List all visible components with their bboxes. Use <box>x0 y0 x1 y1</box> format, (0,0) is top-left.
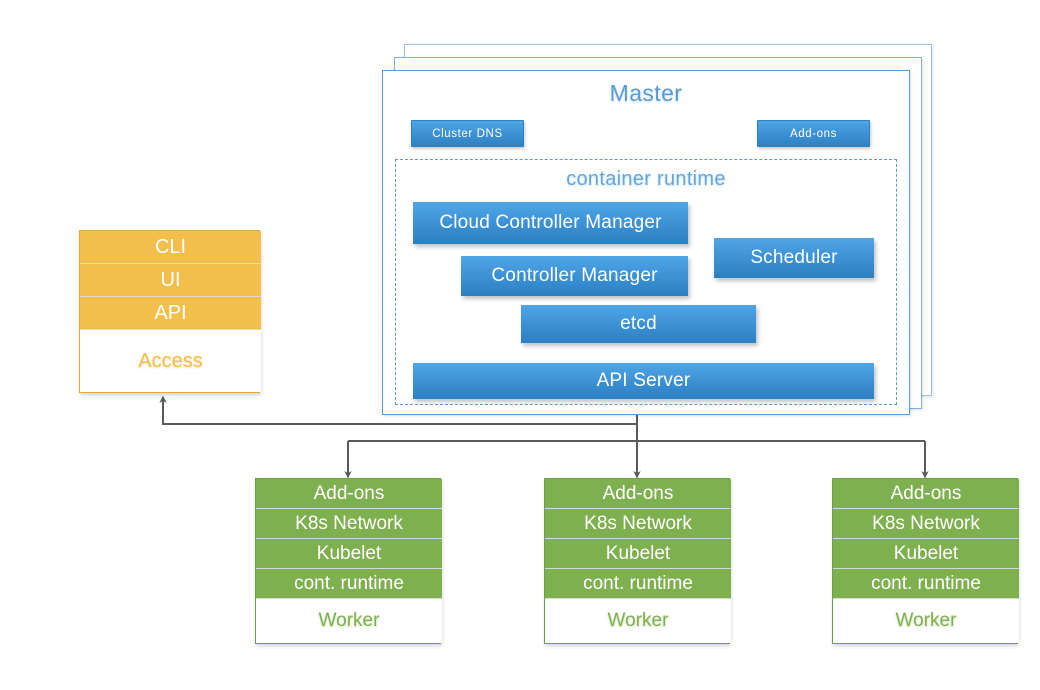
worker-layer-cont-runtime[interactable]: cont. runtime <box>545 569 731 599</box>
controller-manager-box[interactable]: Controller Manager <box>461 256 688 296</box>
container-runtime-title: container runtime <box>566 168 726 190</box>
worker-layer-addons[interactable]: Add-ons <box>545 479 731 509</box>
cloud-controller-manager-box[interactable]: Cloud Controller Manager <box>413 202 688 244</box>
worker-layer-cont-runtime[interactable]: cont. runtime <box>833 569 1019 599</box>
access-row-ui[interactable]: UI <box>80 264 261 297</box>
master-title: Master <box>609 80 683 106</box>
worker-node: Add-ons K8s Network Kubelet cont. runtim… <box>544 478 731 644</box>
access-footer-label: Access <box>80 330 261 392</box>
worker-layer-k8s-network[interactable]: K8s Network <box>545 509 731 539</box>
worker-layer-cont-runtime[interactable]: cont. runtime <box>256 569 442 599</box>
worker-layer-kubelet[interactable]: Kubelet <box>545 539 731 569</box>
cluster-dns-box[interactable]: Cluster DNS <box>411 120 524 147</box>
worker-layer-kubelet[interactable]: Kubelet <box>833 539 1019 569</box>
worker-footer-label: Worker <box>545 599 731 643</box>
api-server-box[interactable]: API Server <box>413 363 874 399</box>
worker-layer-k8s-network[interactable]: K8s Network <box>833 509 1019 539</box>
worker-footer-label: Worker <box>833 599 1019 643</box>
worker-layer-addons[interactable]: Add-ons <box>256 479 442 509</box>
worker-layer-addons[interactable]: Add-ons <box>833 479 1019 509</box>
worker-footer-label: Worker <box>256 599 442 643</box>
access-row-cli[interactable]: CLI <box>80 231 261 264</box>
master-addons-box[interactable]: Add-ons <box>757 120 870 147</box>
worker-node: Add-ons K8s Network Kubelet cont. runtim… <box>832 478 1019 644</box>
etcd-box[interactable]: etcd <box>521 305 756 343</box>
access-stack: CLI UI API Access <box>79 230 261 393</box>
worker-node: Add-ons K8s Network Kubelet cont. runtim… <box>255 478 442 644</box>
access-row-api[interactable]: API <box>80 297 261 330</box>
worker-layer-kubelet[interactable]: Kubelet <box>256 539 442 569</box>
scheduler-box[interactable]: Scheduler <box>714 238 874 278</box>
container-runtime-region <box>395 159 897 405</box>
worker-layer-k8s-network[interactable]: K8s Network <box>256 509 442 539</box>
